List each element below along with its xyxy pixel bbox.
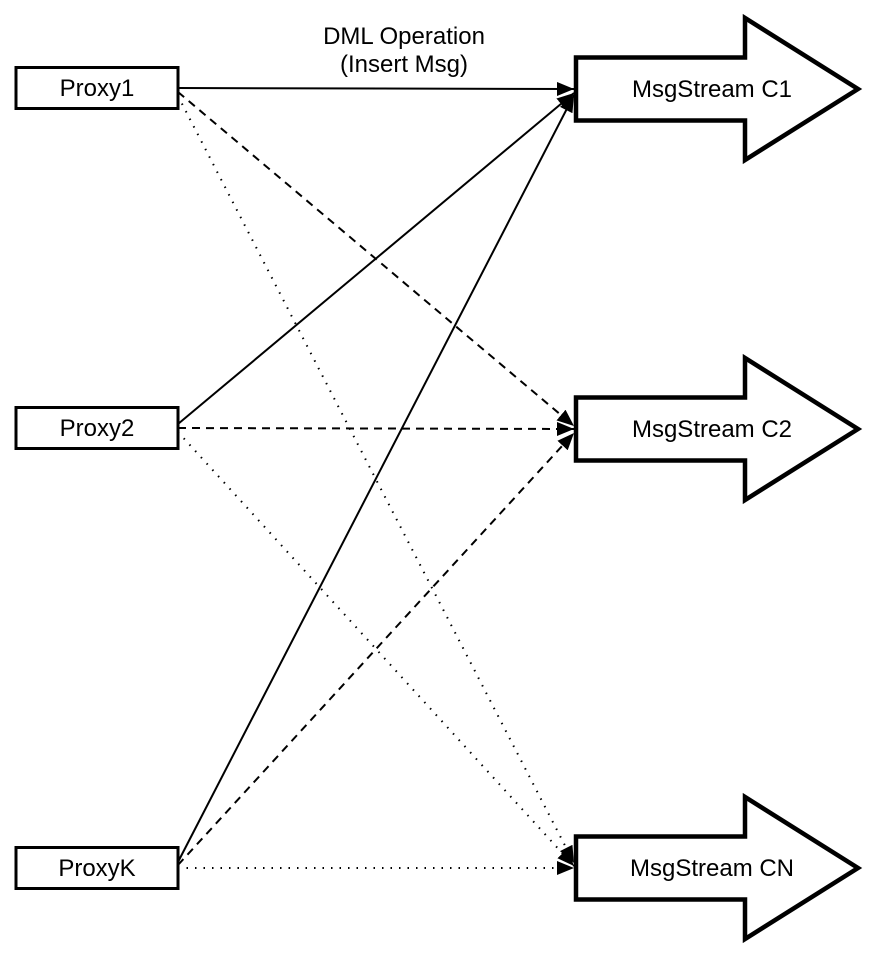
proxy1-box	[14, 66, 180, 110]
cn-label: MsgStream CN	[630, 855, 794, 882]
proxy2-label: Proxy2	[60, 415, 135, 442]
proxyk-label: ProxyK	[58, 855, 135, 882]
diagram-title-line2: (Insert Msg)	[340, 51, 468, 78]
edge-proxy2-to-c1-solid	[177, 92, 575, 425]
proxy1-label: Proxy1	[60, 75, 135, 102]
stream-node-c1: MsgStream C1	[573, 13, 863, 165]
c2-label: MsgStream C2	[632, 416, 792, 443]
c2-block-arrow	[573, 353, 863, 505]
edge-proxyk-to-c1-solid	[177, 94, 575, 863]
proxyk-box	[14, 846, 180, 890]
edge-proxy1-to-c1-solid	[177, 81, 575, 96]
edge-proxy2-to-c2-dashed	[177, 421, 575, 436]
stream-node-c2: MsgStream C2	[573, 353, 863, 505]
edge-group	[177, 81, 575, 875]
proxy-node-proxy1: Proxy1	[14, 66, 180, 110]
diagram-title-line1: DML Operation	[323, 23, 485, 50]
proxy2-box	[14, 406, 180, 450]
proxy-node-proxyk: ProxyK	[14, 846, 180, 890]
cn-block-arrow	[573, 792, 863, 944]
c1-block-arrow	[573, 13, 863, 165]
c1-label: MsgStream C1	[632, 76, 792, 103]
stream-node-cn: MsgStream CN	[573, 792, 863, 944]
proxy-node-proxy2: Proxy2	[14, 406, 180, 450]
